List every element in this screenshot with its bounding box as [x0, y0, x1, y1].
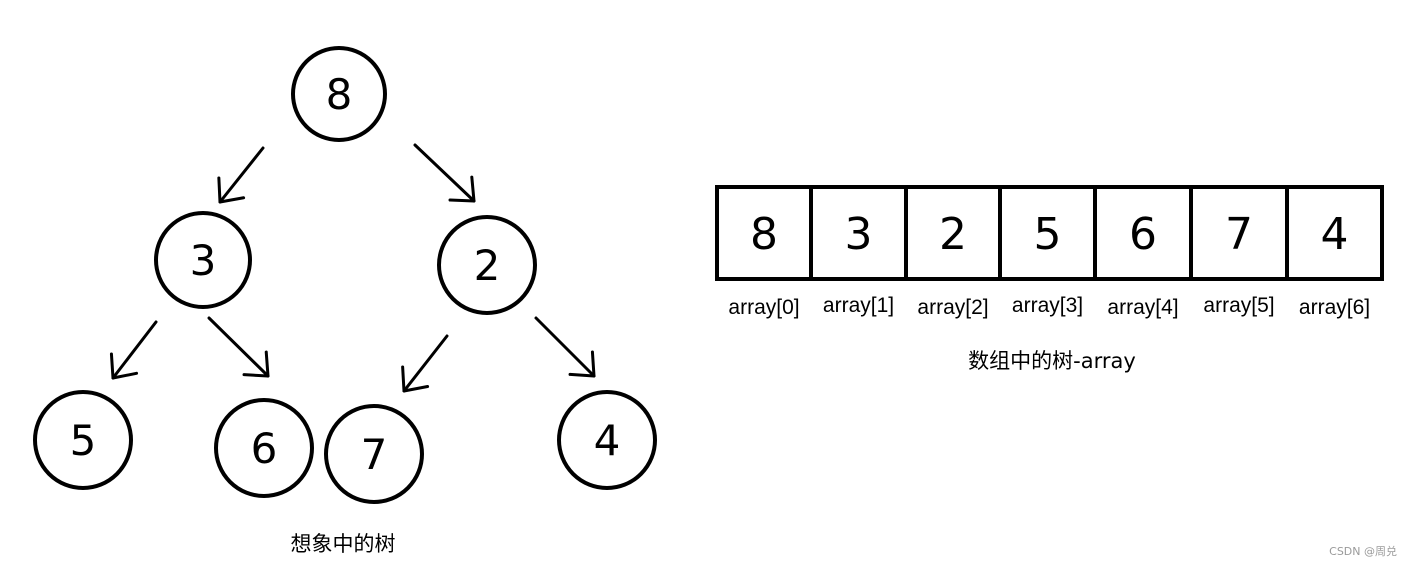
tree-edge-arrow [207, 316, 270, 378]
array-cell-1: 3 [809, 185, 908, 281]
tree-node-label: 5 [70, 416, 97, 465]
array-cell-5: 7 [1189, 185, 1289, 281]
tree-node-label: 8 [326, 70, 353, 119]
array-cell-6: 4 [1285, 185, 1384, 281]
array-cells: 8 3 2 5 6 7 4 [715, 185, 1384, 281]
tree-node-label: 3 [190, 236, 217, 285]
array-cell-value: 4 [1321, 209, 1349, 260]
tree-node-circle [291, 46, 387, 142]
watermark: CSDN @周兑 [1329, 545, 1397, 558]
array-index-label: array[3] [1011, 294, 1084, 317]
array-cell-2: 2 [904, 185, 1002, 281]
tree-node-circle [33, 390, 133, 490]
tree-node-label: 6 [251, 424, 278, 473]
tree-node-left-left: 5 [33, 390, 133, 490]
array-index-label: array[0] [728, 296, 800, 319]
array-index-label: array[1] [822, 294, 895, 317]
tree-node-root: 8 [291, 46, 387, 142]
array-cell-value: 2 [939, 209, 967, 260]
array-cell-value: 3 [845, 209, 873, 260]
array-cell-3: 5 [998, 185, 1097, 281]
tree-node-label: 7 [361, 430, 388, 479]
array-index-label: array[6] [1298, 296, 1371, 319]
array-cell-box [1285, 185, 1384, 281]
tree-node-right: 2 [437, 215, 537, 315]
tree-node-label: 4 [594, 416, 621, 465]
array-index-label: array[5] [1203, 294, 1275, 317]
tree-node-circle [437, 215, 537, 315]
tree-caption: 想象中的树 [290, 532, 396, 556]
array-cell-value: 5 [1034, 209, 1062, 260]
tree-edge-arrow [401, 334, 449, 393]
array-index-label: array[2] [917, 296, 989, 319]
tree-node-left: 3 [154, 211, 252, 309]
array-cell-value: 6 [1129, 209, 1157, 260]
tree-node-right-left: 7 [324, 404, 424, 504]
tree-node-circle [214, 398, 314, 498]
tree-node-left-right: 6 [214, 398, 314, 498]
array-cell-value: 7 [1225, 209, 1253, 260]
array-cell-value: 8 [750, 209, 778, 260]
tree-node-circle [154, 211, 252, 309]
array-cell-0: 8 [715, 185, 813, 281]
tree-edge-arrow [413, 143, 476, 203]
tree-nodes: 8 3 2 5 6 7 4 [33, 46, 657, 504]
tree-node-label: 2 [474, 241, 501, 290]
tree-edge-arrow [217, 146, 265, 204]
tree-edge-arrow [109, 320, 158, 380]
tree-edge-arrow [534, 316, 596, 378]
array-index-label: array[4] [1107, 296, 1179, 319]
tree-node-circle [324, 404, 424, 504]
tree-edges [109, 143, 596, 393]
array-caption: 数组中的树-array [968, 349, 1136, 373]
tree-node-circle [557, 390, 657, 490]
array-cell-4: 6 [1093, 185, 1193, 281]
tree-node-right-right: 4 [557, 390, 657, 490]
array-cell-box [1093, 185, 1193, 281]
